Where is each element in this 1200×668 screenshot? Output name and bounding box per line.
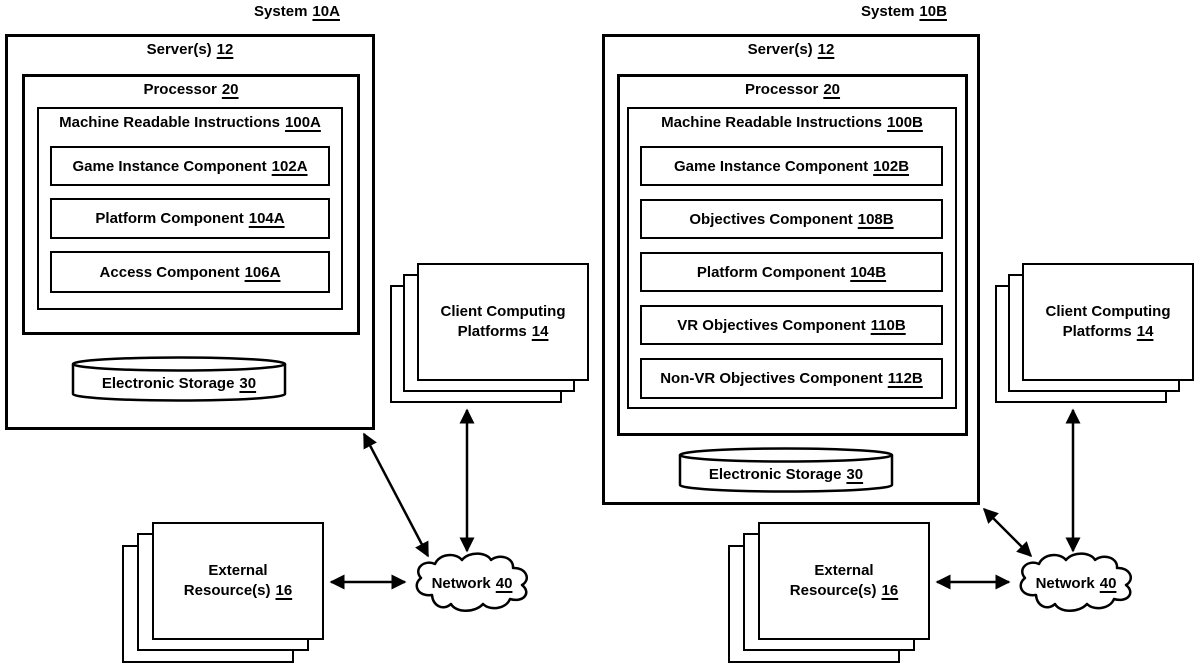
server-a-label: Server(s)12 — [146, 41, 234, 58]
stack-sheet-front: External Resource(s)16 — [152, 522, 324, 640]
arrow-server-a-network-a — [362, 432, 430, 558]
cloud-icon — [415, 552, 528, 612]
system-b-title-label: System — [861, 3, 915, 20]
system-a-title-ref: 10A — [312, 3, 340, 20]
external-resources-stack-a: External Resource(s)16 — [122, 522, 324, 663]
server-b-label: Server(s)12 — [747, 41, 835, 58]
system-a-title-label: System — [254, 3, 308, 20]
arrow-server-b-network-b — [982, 507, 1033, 558]
cloud-icon — [1019, 552, 1132, 612]
storage-cylinder-icon — [678, 447, 894, 493]
external-resources-a-label: External Resource(s)16 — [183, 562, 293, 599]
external-resources-stack-b: External Resource(s)16 — [728, 522, 930, 663]
external-resources-b-label: External Resource(s)16 — [789, 562, 899, 599]
storage-cylinder-icon — [71, 356, 287, 402]
stack-sheet-front: External Resource(s)16 — [758, 522, 930, 640]
system-b-title-ref: 10B — [919, 3, 947, 20]
